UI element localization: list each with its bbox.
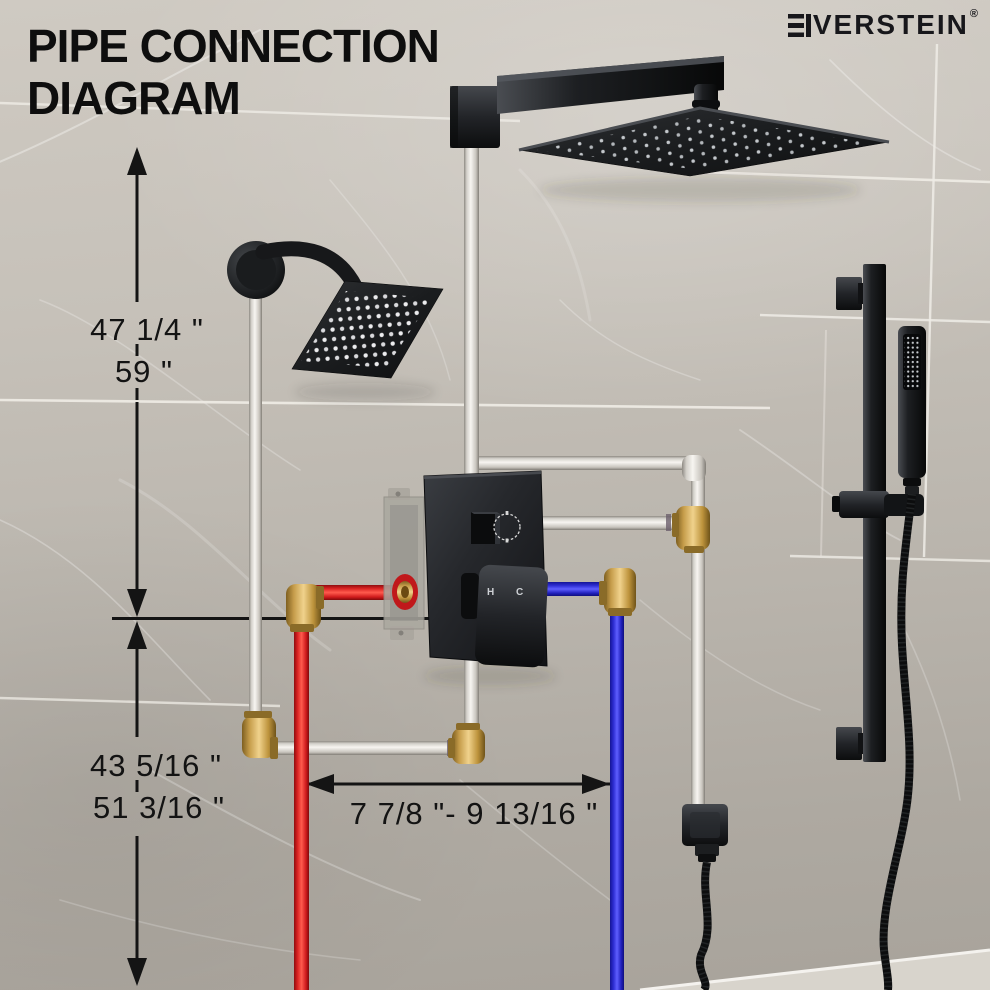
diverter-knob [471, 512, 500, 544]
valve-cold-label: C [516, 587, 524, 598]
left-shower-riser-pipe [249, 268, 262, 728]
rain-shower-head-assembly [450, 56, 890, 177]
rain-shower-nozzles [537, 116, 871, 169]
outlet-hose [695, 861, 712, 990]
soft-shadows [295, 178, 860, 685]
valve-hot-label: H [487, 587, 495, 598]
slide-bar-top-bracket [836, 277, 862, 310]
rough-in-valve-box [383, 488, 425, 640]
handle-pivot [461, 573, 479, 619]
rain-shower-arm [497, 56, 724, 114]
slide-bar-assembly [832, 264, 926, 990]
page-title-line1: PIPE CONNECTION [27, 20, 440, 72]
cold-water-pipe [536, 568, 636, 990]
left-shower-head-assembly [227, 241, 444, 379]
shower-arm-wall-flange [450, 86, 500, 148]
registered-trademark-icon: ® [969, 8, 978, 20]
hot-water-pipe [286, 584, 403, 990]
slider-clamp [839, 491, 889, 518]
slide-bar-bottom-bracket [836, 727, 862, 760]
page-title-line2: DIAGRAM [27, 72, 241, 124]
everstein-logo-mark [787, 14, 811, 37]
dimension-label-upper-max: 59 " [114, 354, 174, 389]
hand-shower-hose [879, 493, 916, 990]
brass-elbow-hot [286, 584, 324, 632]
wand-holder [884, 494, 924, 516]
brass-elbow-bottom-right [448, 723, 485, 764]
page-title: PIPE CONNECTION DIAGRAM [27, 20, 440, 124]
brass-elbow-bottom-left [242, 711, 278, 759]
everstein-logo-text: VERSTEIN [812, 9, 969, 40]
marble-veins [0, 29, 981, 961]
hose-outlet-elbow [682, 804, 728, 990]
dimension-label-horizontal-range: 7 7/8 "- 9 13/16 " [349, 796, 599, 831]
bottom-run-pipe [264, 741, 460, 755]
dimension-label-upper-min: 47 1/4 " [90, 312, 204, 347]
upper-branch-pipe [466, 456, 690, 470]
dimension-label-lower-min: 43 5/16 " [89, 748, 223, 783]
dimension-label-lower-max: 51 3/16 " [92, 790, 226, 825]
brass-tee-hand-shower [672, 506, 710, 553]
vertical-dimension-line [127, 147, 147, 986]
brass-elbow-cold [599, 568, 636, 616]
valve-handle [474, 564, 549, 668]
left-shower-arm [255, 241, 364, 296]
valve-side-pipe [541, 516, 678, 530]
left-shower-nozzles [301, 291, 432, 368]
hot-inlet-flange [392, 574, 418, 610]
branch-corner [682, 455, 706, 481]
mixer-valve [423, 470, 549, 668]
floor-edge [639, 948, 990, 990]
hand-shower-wand [898, 326, 926, 495]
temperature-dial [493, 511, 521, 543]
everstein-logo: VERSTEIN ® [787, 8, 978, 40]
horizontal-dimension-line [306, 774, 610, 794]
dimension-lines [112, 147, 610, 986]
